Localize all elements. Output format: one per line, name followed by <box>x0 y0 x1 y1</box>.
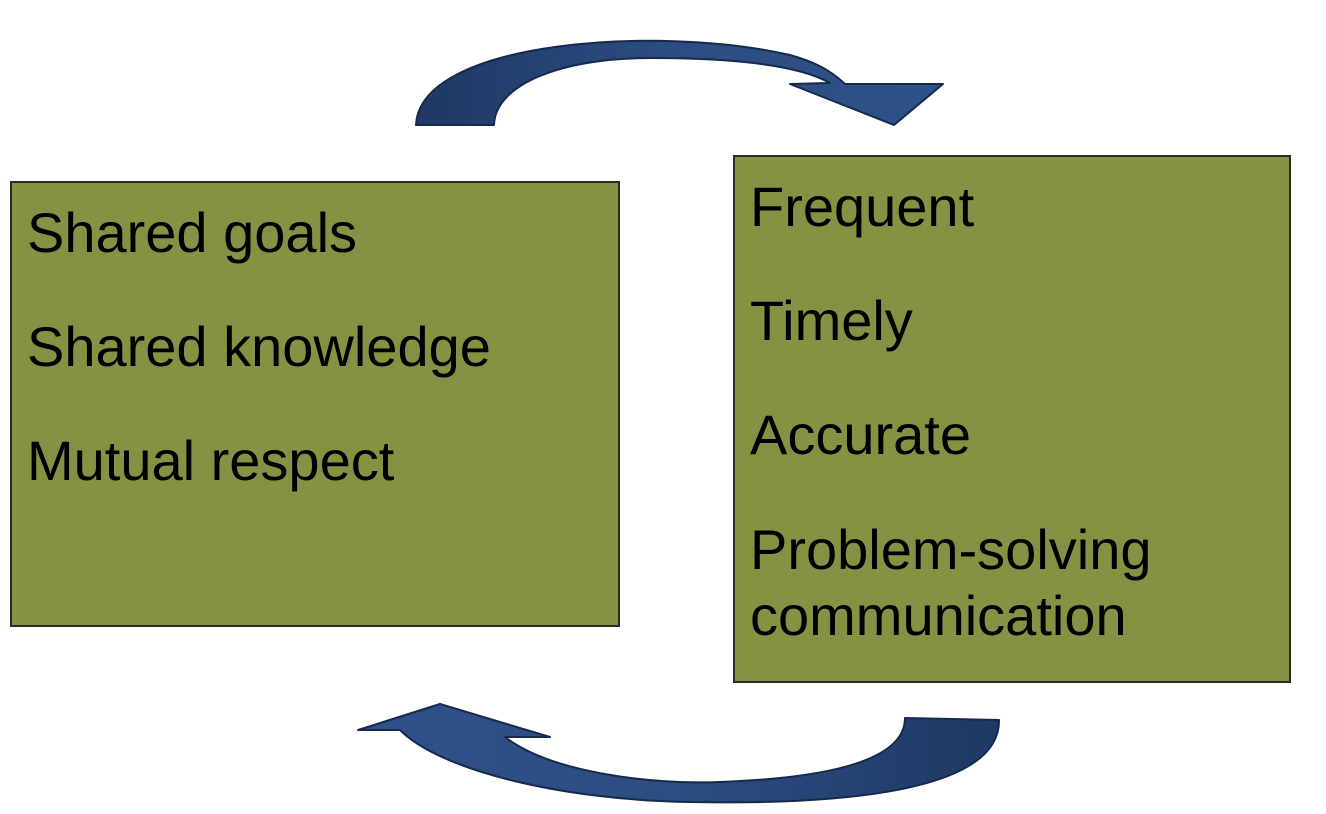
right-box: Frequent Timely Accurate Problem-solving… <box>733 155 1291 683</box>
left-item-shared-goals: Shared goals <box>27 201 358 264</box>
right-item-accurate: Accurate <box>750 403 971 466</box>
right-item-timely: Timely <box>750 289 913 352</box>
curved-arrow-right-icon <box>415 39 944 126</box>
curved-arrow-left-icon <box>357 703 1001 804</box>
left-box: Shared goals Shared knowledge Mutual res… <box>10 181 620 627</box>
right-item-frequent: Frequent <box>750 175 975 238</box>
left-item-shared-knowledge: Shared knowledge <box>27 315 491 378</box>
left-item-mutual-respect: Mutual respect <box>27 429 395 492</box>
right-item-problem-solving-communication: Problem-solving communication <box>750 518 1152 647</box>
